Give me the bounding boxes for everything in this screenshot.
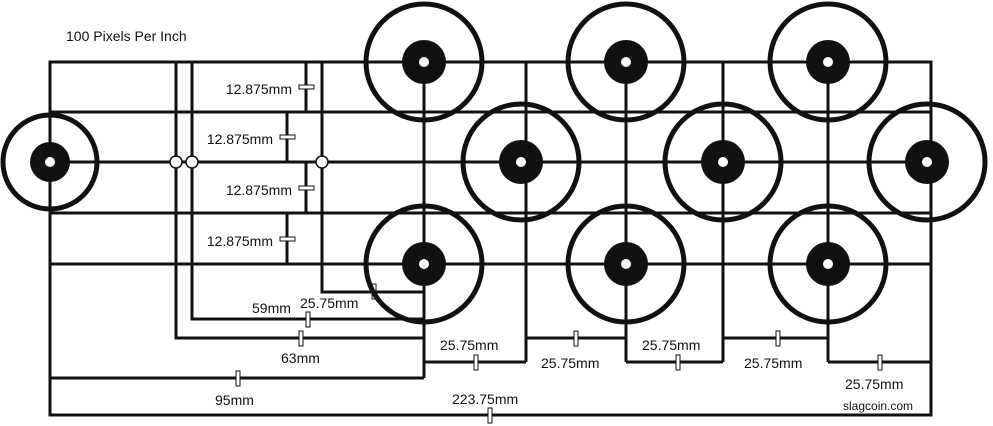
label-59: 59mm <box>252 300 291 316</box>
dimension-labels: 12.875mm 12.875mm 12.875mm 12.875mm 25.7… <box>207 81 913 413</box>
label-63: 63mm <box>281 350 320 366</box>
label-s3: 25.75mm <box>642 337 700 353</box>
button-mid-2 <box>662 101 784 223</box>
junction-markers <box>169 155 329 169</box>
label-total: 223.75mm <box>452 391 518 407</box>
button-top-2 <box>565 1 687 123</box>
label-s1: 25.75mm <box>440 337 498 353</box>
credit: slagcoin.com <box>843 399 913 413</box>
label-s4: 25.75mm <box>744 355 802 371</box>
button-top-1 <box>363 1 485 123</box>
button-bot-1 <box>363 203 485 325</box>
label-25-first: 25.75mm <box>300 295 358 311</box>
label-row2: 12.875mm <box>207 131 273 147</box>
button-bot-2 <box>565 203 687 325</box>
label-row4: 12.875mm <box>207 233 273 249</box>
label-95: 95mm <box>215 392 254 408</box>
button-top-3 <box>767 1 889 123</box>
button-mid-1 <box>460 101 582 223</box>
label-row1: 12.875mm <box>226 81 292 97</box>
scale-title: 100 Pixels Per Inch <box>66 28 187 44</box>
label-s5: 25.75mm <box>845 376 903 392</box>
button-left <box>0 112 100 212</box>
button-bot-3 <box>767 203 889 325</box>
label-row3: 12.875mm <box>226 182 292 198</box>
label-s2: 25.75mm <box>541 355 599 371</box>
dimension-ticks <box>235 84 883 424</box>
buttons <box>0 1 988 325</box>
button-mid-3 <box>866 101 988 223</box>
